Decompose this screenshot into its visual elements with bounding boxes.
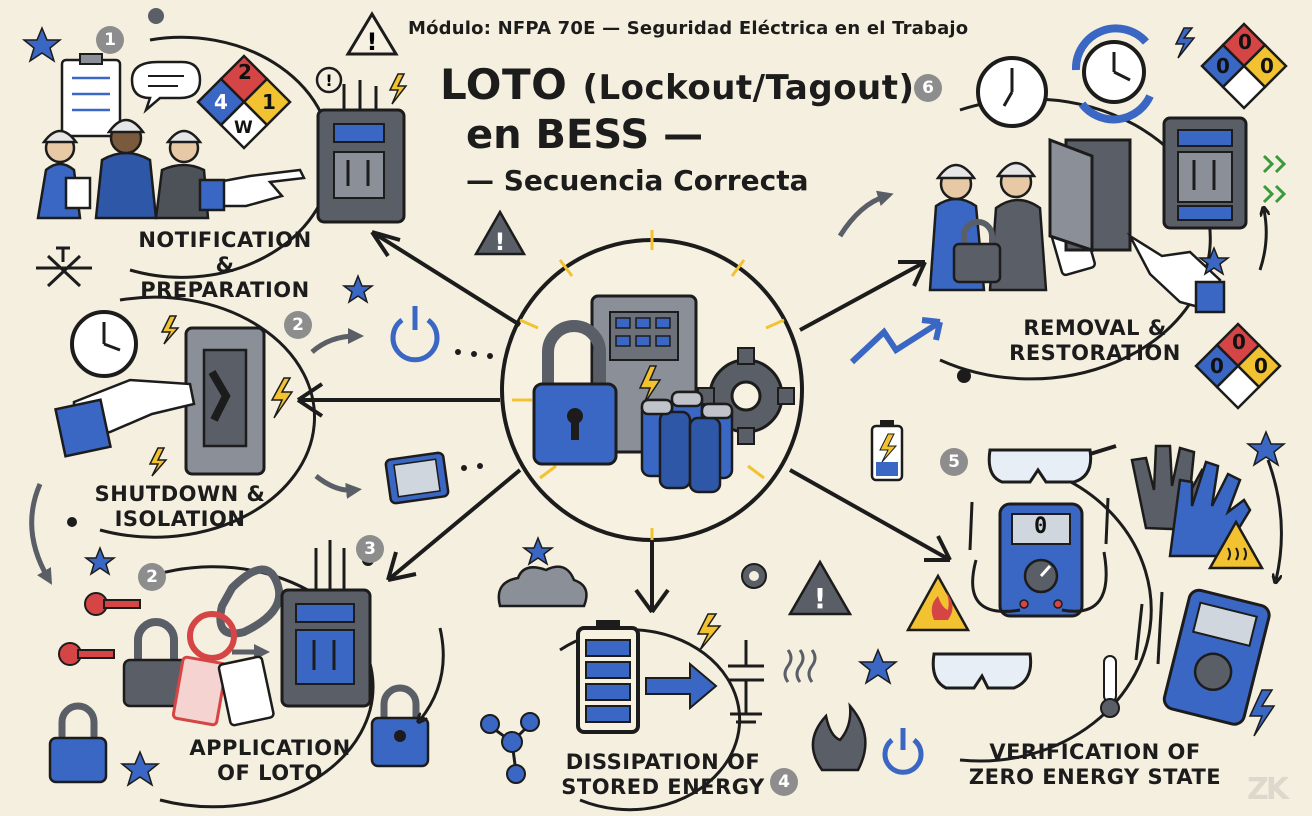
step-number-4: 4 xyxy=(770,768,798,796)
hazard-health: 4 xyxy=(214,90,228,114)
hub-arrows xyxy=(296,230,952,614)
step-6-label-line2: RESTORATION xyxy=(1009,341,1181,365)
step-number-5: 5 xyxy=(940,448,968,476)
section-4-art: ! xyxy=(480,559,867,784)
step-1-label-line2: PREPARATION xyxy=(140,278,310,302)
central-hub xyxy=(500,230,804,548)
step-3-label-line1: APPLICATION xyxy=(189,736,351,760)
section-6-art xyxy=(928,22,1288,410)
page-title: LOTO (Lockout/Tagout) xyxy=(440,60,915,109)
step-1-label: NOTIFICATION & PREPARATION xyxy=(130,228,320,303)
hazard-special: W xyxy=(234,118,253,138)
title-main: LOTO xyxy=(440,60,568,109)
svg-text:!: ! xyxy=(814,582,827,615)
section-3-art xyxy=(48,540,430,784)
step-number-1: 1 xyxy=(96,26,124,54)
module-label: Módulo: NFPA 70E — Seguridad Eléctrica e… xyxy=(408,18,969,39)
step-2-label: SHUTDOWN & ISOLATION xyxy=(90,482,270,532)
hazard-flammability: 2 xyxy=(238,60,252,84)
hazard-zero-top-health: 0 xyxy=(1216,54,1230,78)
title-paren: (Lockout/Tagout) xyxy=(582,68,915,108)
step-2-label-line2: ISOLATION xyxy=(114,507,246,531)
section-2-art xyxy=(54,310,294,477)
step-number-6: 6 xyxy=(914,74,942,102)
svg-text:!: ! xyxy=(495,228,506,256)
section-5-art xyxy=(870,420,1271,726)
step-number-2-alt: 2 xyxy=(138,563,166,591)
step-3-label: APPLICATION OF LOTO xyxy=(180,736,360,786)
hazard-zero-top-instability: 0 xyxy=(1260,54,1274,78)
title-line2: en BESS — xyxy=(466,112,704,158)
decorations: ! ! xyxy=(21,8,1287,787)
step-5-label-line1: VERIFICATION OF xyxy=(989,740,1201,764)
step-number-3: 3 xyxy=(356,535,384,563)
step-2-label-line1: SHUTDOWN & xyxy=(94,482,266,506)
step-number-2: 2 xyxy=(284,311,312,339)
step-5-label-line2: ZERO ENERGY STATE xyxy=(968,765,1222,789)
step-1-label-line1: NOTIFICATION & xyxy=(138,228,312,277)
logo-watermark: ZK xyxy=(1247,772,1289,807)
step-4-label-line2: STORED ENERGY xyxy=(561,775,765,799)
section-1-art: ! xyxy=(36,53,408,224)
multimeter-reading: 0 xyxy=(1034,514,1048,539)
hazard-zero-bottom-health: 0 xyxy=(1210,354,1224,378)
step-5-label: VERIFICATION OF ZERO ENERGY STATE xyxy=(950,740,1240,790)
hazard-zero-bottom-instability: 0 xyxy=(1254,354,1268,378)
step-6-label: REMOVAL & RESTORATION xyxy=(1000,316,1190,366)
step-6-label-line1: REMOVAL & xyxy=(1023,316,1167,340)
step-3-label-line2: OF LOTO xyxy=(217,761,323,785)
title-line3: — Secuencia Correcta xyxy=(466,164,809,197)
hazard-zero-bottom-flammability: 0 xyxy=(1232,330,1246,354)
hazard-zero-top-flammability: 0 xyxy=(1238,30,1252,54)
svg-text:!: ! xyxy=(325,71,332,90)
hazard-instability: 1 xyxy=(262,90,276,114)
step-4-label-line1: DISSIPATION OF xyxy=(565,750,761,774)
svg-text:!: ! xyxy=(367,28,378,56)
step-4-label: DISSIPATION OF STORED ENERGY xyxy=(558,750,768,800)
